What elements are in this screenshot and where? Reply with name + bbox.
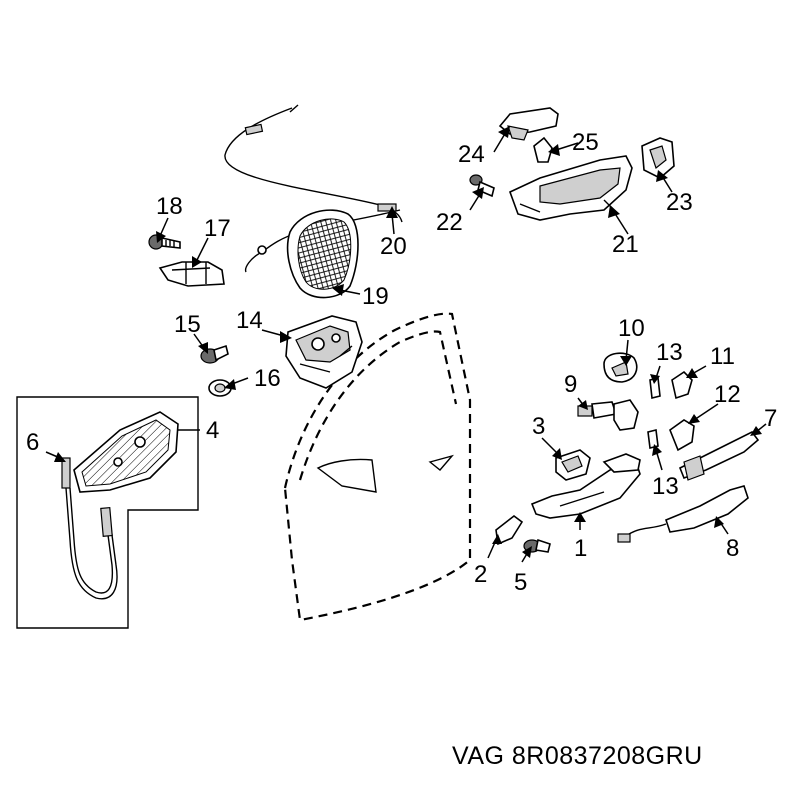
callout-labels: 1 2 3 4 5 6 7 8 9 10 11 12 13 13 14 15 1…: [26, 129, 777, 596]
callout-21: 21: [612, 231, 639, 258]
part-8-handle-carrier: [617, 485, 749, 543]
part-23-switch: [641, 137, 675, 179]
callout-10: 10: [618, 315, 645, 342]
leader-lines: [45, 126, 767, 563]
callout-17: 17: [204, 215, 231, 242]
callout-6: 6: [26, 429, 39, 456]
callout-14: 14: [236, 307, 263, 334]
callout-13-upper: 13: [656, 339, 683, 366]
part-6-cables: [61, 457, 118, 600]
part-12-cap: [669, 419, 695, 452]
callout-19: 19: [362, 283, 389, 310]
part-24-handle-cover: [498, 107, 559, 141]
callout-18: 18: [156, 193, 183, 220]
part-13-insert-lower: [647, 429, 659, 449]
part-14-lock-actuator: [285, 315, 363, 389]
part-22-bolt: [469, 174, 495, 198]
part-11-cap: [671, 370, 693, 400]
callout-23: 23: [666, 189, 693, 216]
callout-2: 2: [474, 561, 487, 588]
callout-9: 9: [564, 371, 577, 398]
door-outline: [283, 312, 472, 622]
callout-12: 12: [714, 381, 741, 408]
part-15-screw: [200, 344, 229, 364]
part-25-clip: [533, 136, 553, 163]
callout-1: 1: [574, 535, 587, 562]
callout-3: 3: [532, 413, 545, 440]
part-4-lock-assembly: [73, 411, 179, 493]
part-number-reference: VAG 8R0837208GRU: [452, 742, 703, 770]
callout-8: 8: [726, 535, 739, 562]
part-19-latch-cover: [286, 209, 359, 299]
callout-4: 4: [206, 417, 219, 444]
part-7-handle-base: [678, 430, 760, 481]
callout-16: 16: [254, 365, 281, 392]
callout-13-lower: 13: [652, 473, 679, 500]
callout-5: 5: [514, 569, 527, 596]
callout-22: 22: [436, 209, 463, 236]
callout-25: 25: [572, 129, 599, 156]
part-10-cap: [603, 352, 638, 383]
callout-20: 20: [380, 233, 407, 260]
part-1-outer-handle: [530, 453, 641, 519]
callout-15: 15: [174, 311, 201, 338]
part-9-lock-cylinder: [577, 399, 639, 431]
callout-11: 11: [710, 343, 735, 370]
part-21-inner-handle: [508, 155, 633, 221]
callout-24: 24: [458, 141, 485, 168]
part-17-bracket: [158, 261, 225, 287]
part-3-gasket: [555, 449, 591, 481]
callout-7: 7: [764, 405, 777, 432]
inset-box: [16, 396, 199, 629]
